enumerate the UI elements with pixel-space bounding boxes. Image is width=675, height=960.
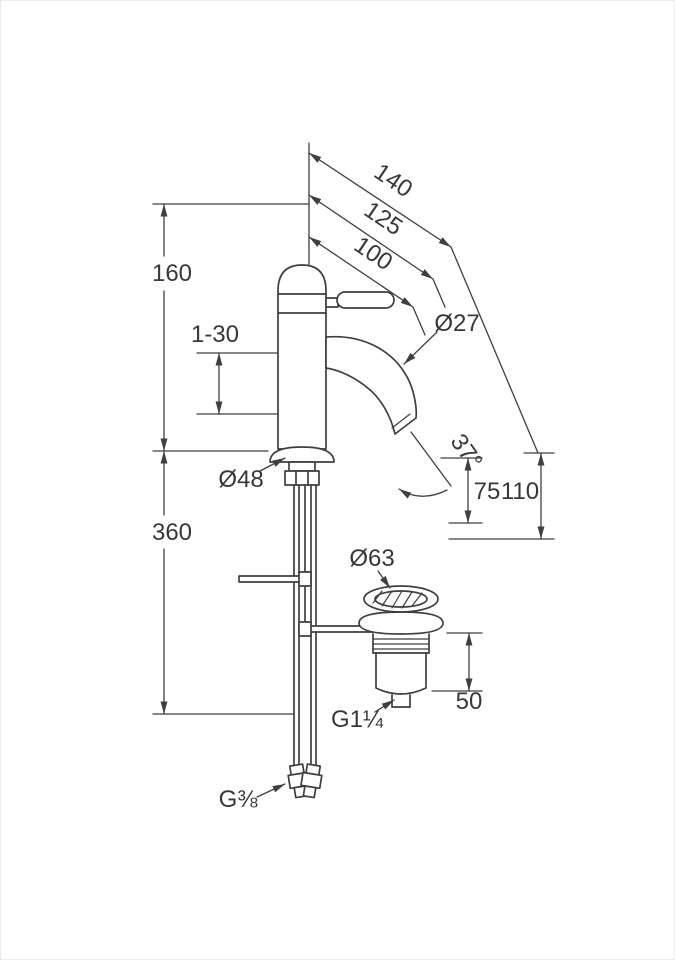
dimension-lines bbox=[152, 142, 555, 798]
faucet-body bbox=[277, 264, 327, 450]
dim-dia-63-label: Ø63 bbox=[349, 545, 394, 572]
dim-1-30-label: 1-30 bbox=[191, 321, 239, 348]
spout bbox=[325, 335, 418, 435]
faucet bbox=[269, 264, 418, 486]
aerator-face bbox=[391, 413, 411, 429]
dim-160-label: 160 bbox=[152, 260, 192, 287]
dim-140-label: 140 bbox=[369, 158, 417, 203]
dim-75-label: 75 bbox=[474, 478, 501, 505]
dim-dia-27-label: Ø27 bbox=[434, 310, 479, 337]
pop-up-joint-upper bbox=[298, 571, 312, 587]
leader-dia-27 bbox=[403, 331, 438, 365]
dimension-labels: 140 125 100 160 1-30 Ø27 37° 75 110 Ø48 … bbox=[152, 158, 539, 813]
leader-g38 bbox=[256, 783, 286, 798]
pop-up-joint-lower bbox=[298, 621, 312, 637]
pop-up-waste bbox=[358, 585, 444, 708]
dim-360-label: 360 bbox=[152, 519, 192, 546]
hose-fitting-right bbox=[300, 763, 323, 799]
waste-flange bbox=[358, 611, 444, 635]
thread-g38-label: G⅜ bbox=[219, 786, 259, 813]
pop-up-lever-bar bbox=[238, 575, 306, 583]
mounting-shank bbox=[288, 461, 316, 472]
dim-100 bbox=[308, 236, 414, 308]
handle-lever bbox=[336, 291, 395, 309]
waste-body bbox=[375, 652, 427, 695]
thread-g114-label: G1¼ bbox=[331, 706, 384, 733]
slant-extension-line bbox=[450, 246, 539, 454]
waste-plug-inner bbox=[374, 590, 428, 608]
leader-g114 bbox=[374, 699, 395, 713]
angle-arc-arrow bbox=[398, 488, 448, 499]
dim-110-label: 110 bbox=[501, 478, 539, 505]
spout-angle-axis bbox=[410, 431, 452, 487]
leader-dia-48 bbox=[259, 457, 286, 472]
supply-hoses bbox=[238, 484, 374, 799]
mounting-nut bbox=[284, 470, 320, 486]
dim-angle-37-label: 37° bbox=[445, 429, 488, 474]
dim-dia-48-label: Ø48 bbox=[218, 466, 263, 493]
dim-50-label: 50 bbox=[456, 688, 483, 715]
leader-dia-63 bbox=[377, 570, 391, 589]
base-flange bbox=[269, 446, 335, 463]
